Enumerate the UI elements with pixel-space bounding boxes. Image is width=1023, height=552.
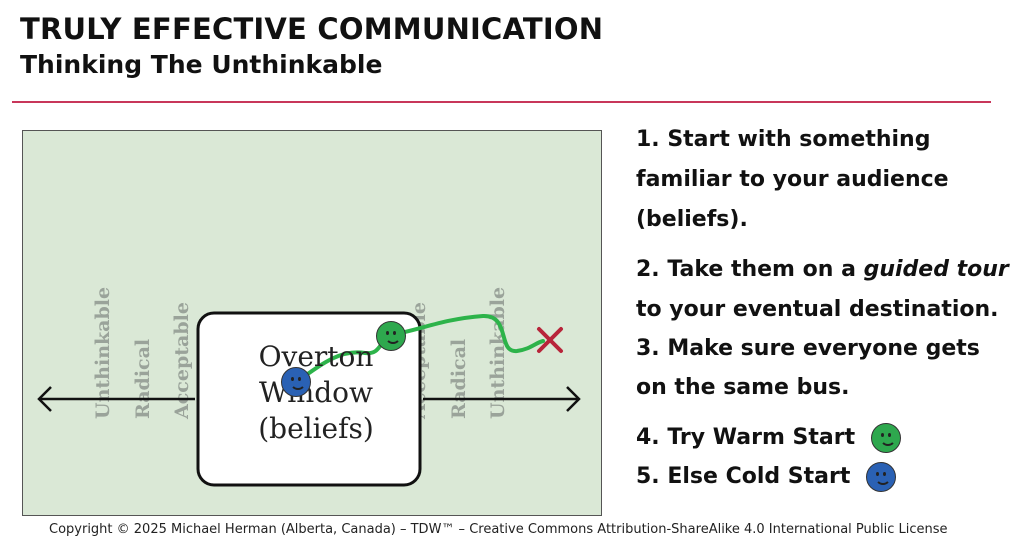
step-4-text: 4. Try Warm Start (636, 425, 856, 450)
overton-window-line-3: (beliefs) (258, 412, 374, 445)
step-5: 5. Else Cold Start (636, 457, 897, 497)
step-1-line-1: 1. Start with something (636, 127, 931, 152)
step-5-text: 5. Else Cold Start (636, 464, 851, 489)
axis-right-arrowhead-icon (566, 386, 581, 412)
step-2-line-2: to your eventual destination. (636, 297, 999, 322)
diagram-graphics (37, 311, 581, 487)
step-3-line-1: 3. Make sure everyone gets (636, 336, 980, 361)
guided-tour-path (293, 313, 545, 385)
warm-start-smiley-icon (376, 321, 406, 351)
step-4: 4. Try Warm Start (636, 418, 901, 458)
overton-window-box (196, 311, 422, 487)
cold-start-legend-smiley-icon (866, 462, 897, 492)
copyright-footer: Copyright © 2025 Michael Herman (Alberta… (49, 522, 948, 537)
destination-x-icon (537, 327, 563, 353)
overton-diagram-panel: UnthinkableRadicalAcceptableSensiblePopu… (22, 130, 602, 516)
overton-window-label: Overton Window (beliefs) (226, 339, 406, 447)
step-2-text: 2. Take them on a (636, 257, 864, 282)
overton-window-line-1: Overton (258, 340, 374, 373)
step-2-emphasis: guided tour (863, 257, 1009, 282)
step-3-line-2: on the same bus. (636, 375, 850, 400)
page-subtitle: Thinking The Unthinkable (20, 50, 383, 79)
axis-left-arrowhead-icon (37, 386, 52, 412)
overton-window-line-2: Window (258, 376, 374, 409)
step-1-line-3: (beliefs). (636, 207, 748, 232)
page-title: TRULY EFFECTIVE COMMUNICATION (20, 12, 604, 46)
warm-start-legend-smiley-icon (870, 423, 901, 453)
cold-start-smiley-icon (281, 367, 311, 397)
title-divider (12, 101, 991, 103)
step-2-line-1: 2. Take them on a guided tour (636, 250, 1009, 290)
step-1-line-2: familiar to your audience (636, 167, 949, 192)
